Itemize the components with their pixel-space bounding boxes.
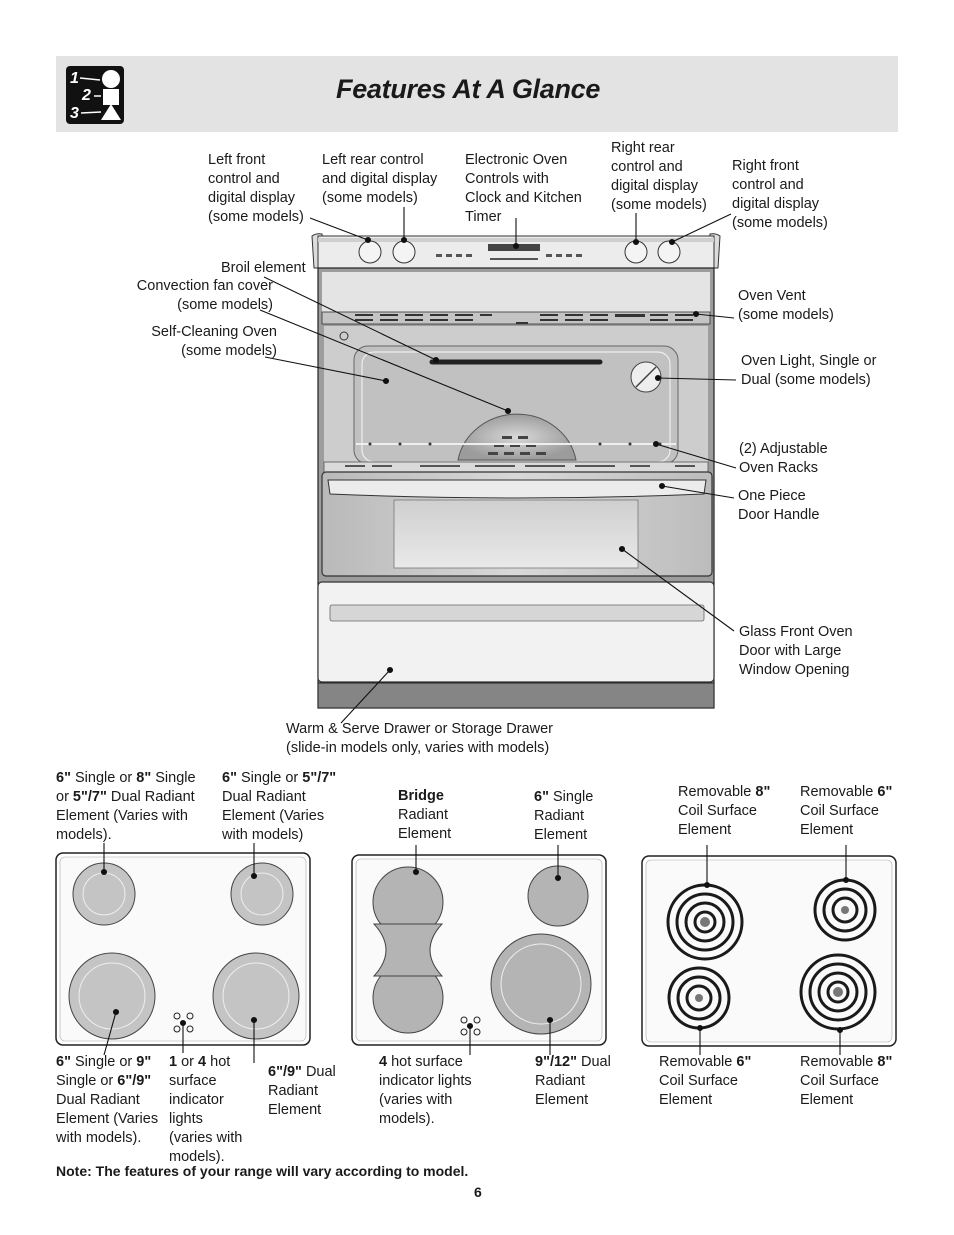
svg-text:3: 3 [70, 105, 79, 122]
numbered-shapes-icon: 1 2 3 [66, 66, 124, 124]
cooktop2-leader-lines [412, 845, 562, 1055]
cooktop-radiant-bridge [351, 854, 607, 1046]
label-convection-fan: Convection fan cover(some models) [136, 278, 273, 313]
header-bar [56, 56, 898, 132]
cooktop3-leader-lines [696, 845, 850, 1055]
page-number: 6 [474, 1184, 482, 1200]
control-panel [311, 233, 721, 269]
label-oven-vent: Oven Vent(some models) [738, 288, 834, 323]
label-drawer: Warm & Serve Drawer or Storage Drawer(sl… [286, 721, 553, 756]
footer-note: Note: The features of your range will va… [56, 1163, 469, 1179]
cooktop1-leader-lines [100, 843, 258, 1063]
label-self-cleaning-oven: Self-Cleaning Oven(some models) [151, 324, 277, 359]
cooktop-radiant-four [55, 852, 311, 1046]
page-title: Features At A Glance [336, 74, 601, 104]
cooktop-coil [641, 855, 897, 1047]
label-ct1-bottom-left: 6" Single or 9" Single or 6"/9" Dual Rad… [56, 1054, 159, 1146]
range-leader-lines [259, 207, 737, 724]
svg-text:2: 2 [81, 87, 91, 104]
range-body [317, 267, 715, 709]
label-broil-element: Broil element [221, 260, 306, 276]
svg-text:1: 1 [70, 70, 79, 87]
label-ct1-top-left: 6" Single or 8" Single or 5"/7" Dual Rad… [56, 770, 196, 843]
